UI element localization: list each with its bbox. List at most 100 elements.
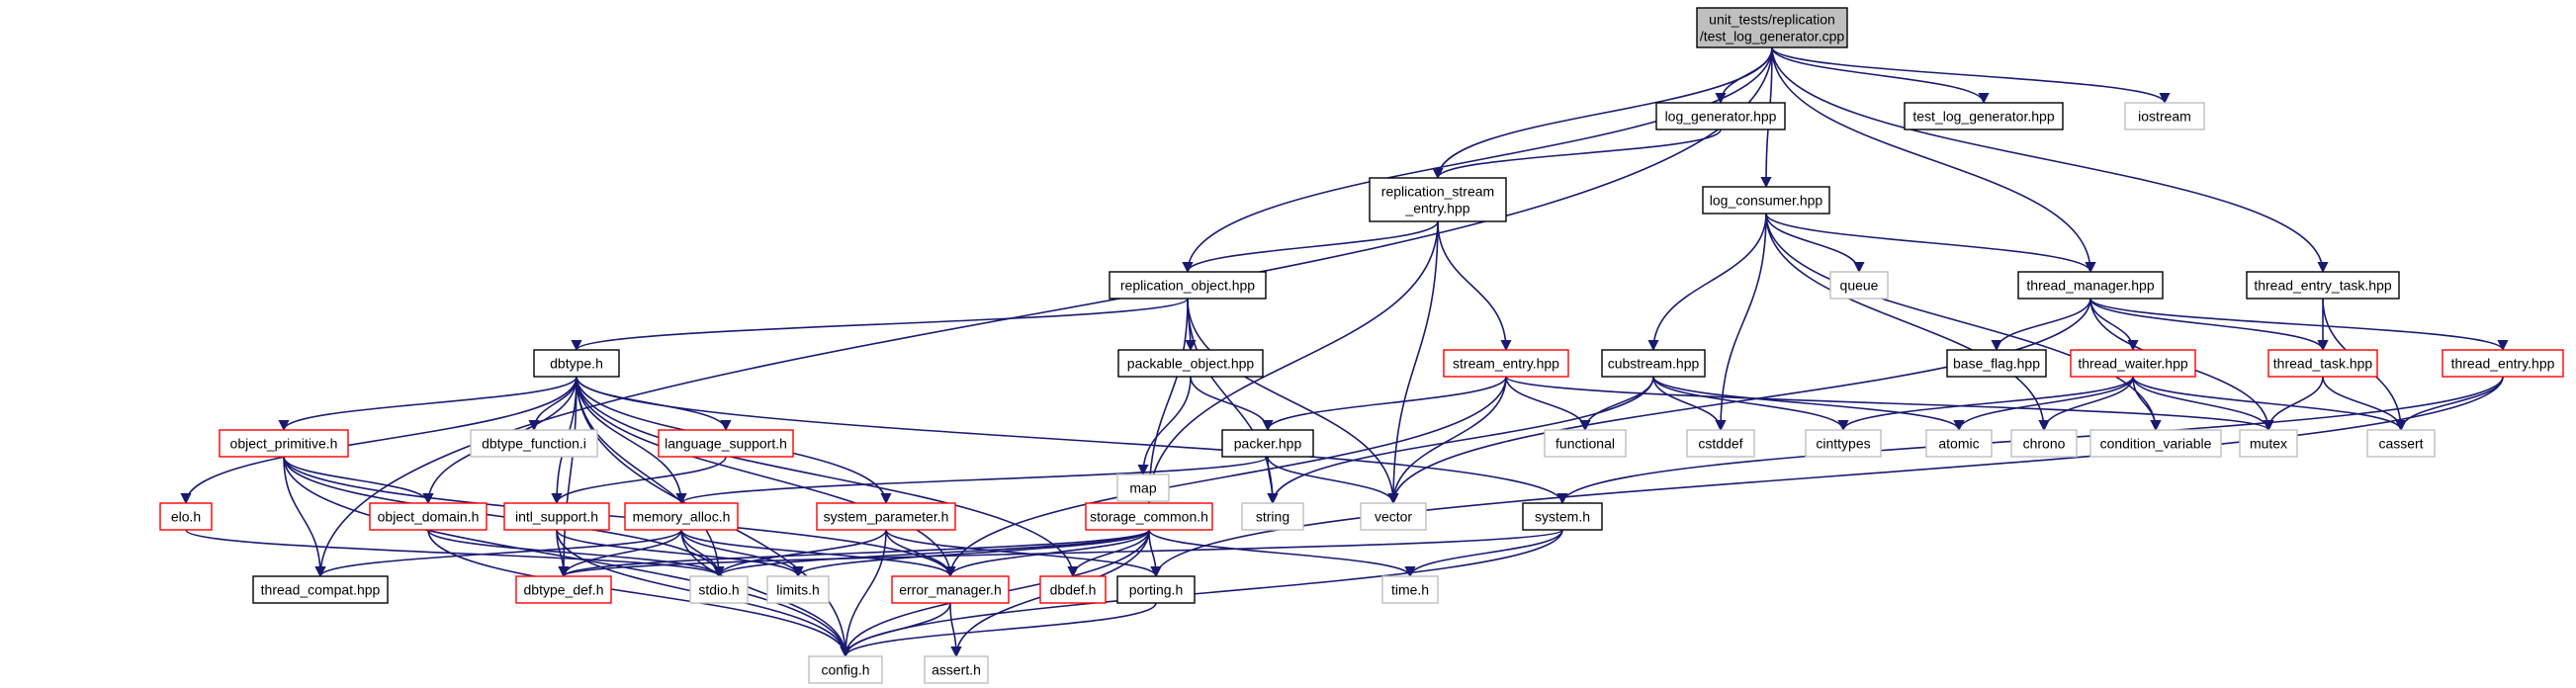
node-cstddef[interactable]: cstddef — [1686, 429, 1755, 458]
node-label: storage_common.h — [1090, 509, 1208, 525]
node-log-generator-hpp[interactable]: log_generator.hpp — [1655, 102, 1786, 130]
node-chrono[interactable]: chrono — [2010, 429, 2078, 458]
edge-root-to-iostream — [1771, 46, 2171, 105]
node-label: base_flag.hpp — [1953, 356, 2040, 372]
node-time-h[interactable]: time.h — [1381, 575, 1439, 604]
node-box — [2239, 429, 2298, 458]
edge-packer_hpp-to-memory_alloc_h — [675, 456, 1269, 505]
node-thread-compat-hpp[interactable]: thread_compat.hpp — [252, 575, 389, 604]
node-dbtype-def-h[interactable]: dbtype_def.h — [515, 575, 612, 604]
node-stream-entry-hpp[interactable]: stream_entry.hpp — [1443, 349, 1569, 378]
node-label: thread_entry.hpp — [2451, 356, 2555, 372]
edge-root-to-replication_object_hpp — [1182, 46, 1773, 274]
edge-storage_common_h-to-time_h — [1148, 529, 1416, 578]
node-dbtype-h[interactable]: dbtype.h — [533, 349, 620, 378]
node-thread-entry-hpp[interactable]: thread_entry.hpp — [2442, 349, 2564, 378]
node-label: thread_compat.hpp — [261, 582, 381, 598]
edge-cubstream_hpp-to-functional — [1579, 376, 1654, 432]
node-object-domain-h[interactable]: object_domain.h — [369, 502, 488, 531]
node-string[interactable]: string — [1241, 502, 1304, 531]
edge-packable_object_hpp-to-map — [1137, 376, 1192, 476]
edge-cubstream_hpp-to-cinttypes — [1652, 376, 1849, 432]
node-log-consumer-hpp[interactable]: log_consumer.hpp — [1702, 186, 1830, 215]
node-label: cassert — [2378, 436, 2423, 452]
node-box — [159, 502, 213, 531]
node-thread-task-hpp[interactable]: thread_task.hpp — [2267, 349, 2378, 378]
edge-error_manager_h-to-assert_h — [949, 602, 962, 658]
node-assert-h[interactable]: assert.h — [924, 655, 989, 684]
node-intl-support-h[interactable]: intl_support.h — [503, 502, 610, 531]
node-porting-h[interactable]: porting.h — [1116, 575, 1196, 604]
node-atomic[interactable]: atomic — [1925, 429, 1993, 458]
node-box — [1601, 349, 1706, 378]
node-limits-h[interactable]: limits.h — [766, 575, 830, 604]
node-stdio-h[interactable]: stdio.h — [689, 575, 749, 604]
edge-log_consumer_hpp-to-cubstream_hpp — [1647, 213, 1767, 352]
node-replication-object-hpp[interactable]: replication_object.hpp — [1109, 271, 1267, 300]
edge-memory_alloc_h-to-thread_compat_hpp — [314, 529, 682, 578]
node-system-parameter-h[interactable]: system_parameter.h — [816, 502, 956, 531]
node-label: object_domain.h — [378, 509, 480, 525]
node-memory-alloc-h[interactable]: memory_alloc.h — [624, 502, 739, 531]
node-box — [1696, 7, 1848, 48]
edge-storage_common_h-to-stdio_h — [713, 529, 1150, 578]
node-label: condition_variable — [2100, 436, 2212, 452]
node-label: functional — [1555, 436, 1615, 452]
node-queue[interactable]: queue — [1829, 271, 1889, 300]
node-packer-hpp[interactable]: packer.hpp — [1221, 429, 1314, 458]
node-thread-waiter-hpp[interactable]: thread_waiter.hpp — [2070, 349, 2196, 378]
node-root[interactable]: unit_tests/replication/test_log_generato… — [1696, 7, 1848, 48]
node-label: unit_tests/replication — [1709, 12, 1835, 28]
node-replication-stream-entry-hpp[interactable]: replication_stream_entry.hpp — [1369, 177, 1507, 222]
node-storage-common-h[interactable]: storage_common.h — [1085, 502, 1213, 531]
edge-dbtype_h-to-dbdef_h — [576, 376, 1079, 578]
node-dbtype-function-i[interactable]: dbtype_function.i — [470, 429, 598, 458]
node-label: assert.h — [932, 662, 981, 678]
node-box — [2442, 349, 2564, 378]
edge-system_h-to-dbtype_def_h — [558, 529, 1563, 578]
node-packable-object-hpp[interactable]: packable_object.hpp — [1117, 349, 1264, 378]
edge-root-to-thread_manager_hpp — [1771, 46, 2096, 274]
node-box — [1117, 349, 1264, 378]
node-box — [816, 502, 956, 531]
node-test-log-generator-hpp[interactable]: test_log_generator.hpp — [1904, 102, 2064, 130]
edge-log_consumer_hpp-to-condition_variable — [1765, 213, 2162, 432]
node-system-h[interactable]: system.h — [1522, 502, 1603, 531]
edge-stream_entry_hpp-to-error_manager_h — [944, 376, 1507, 578]
edge-dbtype_h-to-dbtype_def_h — [558, 376, 577, 578]
node-condition-variable[interactable]: condition_variable — [2089, 429, 2222, 458]
node-cassert[interactable]: cassert — [2366, 429, 2436, 458]
node-dbdef-h[interactable]: dbdef.h — [1039, 575, 1107, 604]
node-box — [252, 575, 389, 604]
node-label: iostream — [2138, 109, 2191, 125]
edge-porting_h-to-config_h — [840, 602, 1157, 658]
node-box — [1544, 429, 1627, 458]
node-thread-entry-task-hpp[interactable]: thread_entry_task.hpp — [2246, 271, 2400, 300]
node-map[interactable]: map — [1116, 473, 1170, 502]
node-vector[interactable]: vector — [1360, 502, 1427, 531]
node-mutex[interactable]: mutex — [2239, 429, 2298, 458]
node-label: chrono — [2023, 436, 2066, 452]
node-label: test_log_generator.hpp — [1912, 109, 2054, 125]
node-label: queue — [1840, 278, 1879, 294]
node-cubstream-hpp[interactable]: cubstream.hpp — [1601, 349, 1706, 378]
edge-dbtype_h-to-error_manager_h — [576, 376, 956, 578]
node-label: _entry.hpp — [1404, 201, 1469, 216]
edge-language_support_h-to-intl_support_h — [551, 456, 727, 505]
node-label: memory_alloc.h — [633, 509, 731, 525]
node-error-manager-h[interactable]: error_manager.h — [891, 575, 1010, 604]
node-elo-h[interactable]: elo.h — [159, 502, 213, 531]
edge-packer_hpp-to-vector — [1267, 456, 1399, 505]
node-language-support-h[interactable]: language_support.h — [658, 429, 794, 458]
node-label: packer.hpp — [1234, 436, 1302, 452]
node-base-flag-hpp[interactable]: base_flag.hpp — [1946, 349, 2047, 378]
node-label: map — [1129, 480, 1156, 496]
node-thread-manager-hpp[interactable]: thread_manager.hpp — [2017, 271, 2164, 300]
node-box — [219, 429, 349, 458]
node-cinttypes[interactable]: cinttypes — [1805, 429, 1882, 458]
node-functional[interactable]: functional — [1544, 429, 1627, 458]
node-object-primitive-h[interactable]: object_primitive.h — [219, 429, 349, 458]
node-config-h[interactable]: config.h — [808, 655, 883, 684]
node-iostream[interactable]: iostream — [2124, 102, 2205, 130]
node-box — [1369, 177, 1507, 222]
